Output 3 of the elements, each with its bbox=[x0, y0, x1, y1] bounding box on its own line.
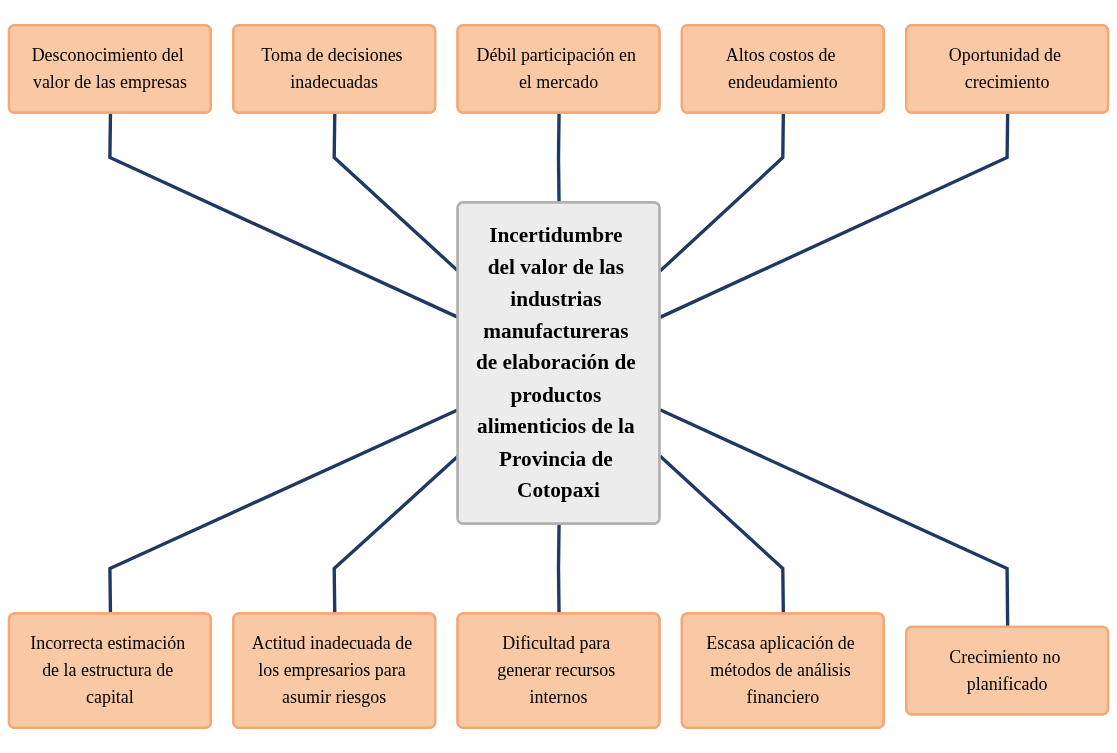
connector bbox=[556, 524, 561, 614]
connector bbox=[659, 113, 1010, 319]
connector bbox=[556, 113, 561, 203]
